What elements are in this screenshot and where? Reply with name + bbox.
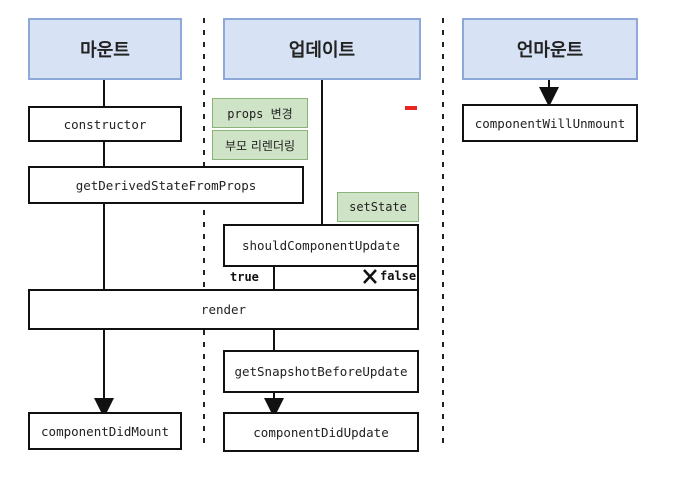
trigger-set-state-label: setState — [349, 200, 407, 214]
false-cross-icon — [363, 269, 377, 284]
method-render-label: render — [200, 302, 247, 317]
method-get-snapshot-before-update-label: getSnapshotBeforeUpdate — [234, 364, 408, 379]
trigger-props-change-label: props 변경 — [227, 106, 293, 121]
method-component-will-unmount-label: componentWillUnmount — [474, 115, 626, 131]
method-constructor: constructor — [28, 106, 182, 142]
trigger-props-change: props 변경 — [212, 98, 308, 128]
trigger-parent-rerender-label: 부모 리렌더링 — [224, 138, 296, 153]
phase-unmount-label: 언마운트 — [516, 40, 584, 61]
edge-label-true: true — [230, 270, 259, 284]
edge-label-false: false — [380, 269, 417, 283]
method-render: render — [28, 289, 419, 330]
method-component-did-mount-label: componentDidMount — [41, 423, 169, 439]
method-get-snapshot-before-update: getSnapshotBeforeUpdate — [223, 350, 419, 393]
method-get-derived-state-from-props: getDerivedStateFromProps — [28, 166, 304, 204]
method-component-did-update: componentDidUpdate — [223, 412, 419, 452]
phase-unmount-header: 언마운트 — [462, 18, 638, 80]
phase-mount-header: 마운트 — [28, 18, 182, 80]
trigger-parent-rerender: 부모 리렌더링 — [212, 130, 308, 160]
method-component-did-mount: componentDidMount — [28, 412, 182, 450]
phase-update-header: 업데이트 — [223, 18, 421, 80]
method-component-will-unmount: componentWillUnmount — [462, 104, 638, 142]
method-component-did-update-label: componentDidUpdate — [253, 424, 389, 440]
trigger-set-state: setState — [337, 192, 419, 222]
phase-update-label: 업데이트 — [288, 40, 356, 61]
phase-mount-label: 마운트 — [80, 40, 130, 61]
method-get-derived-state-from-props-label: getDerivedStateFromProps — [75, 177, 257, 193]
red-mark — [405, 106, 417, 110]
method-should-component-update: shouldComponentUpdate — [223, 224, 419, 267]
method-constructor-label: constructor — [63, 116, 147, 132]
method-should-component-update-label: shouldComponentUpdate — [241, 238, 401, 253]
